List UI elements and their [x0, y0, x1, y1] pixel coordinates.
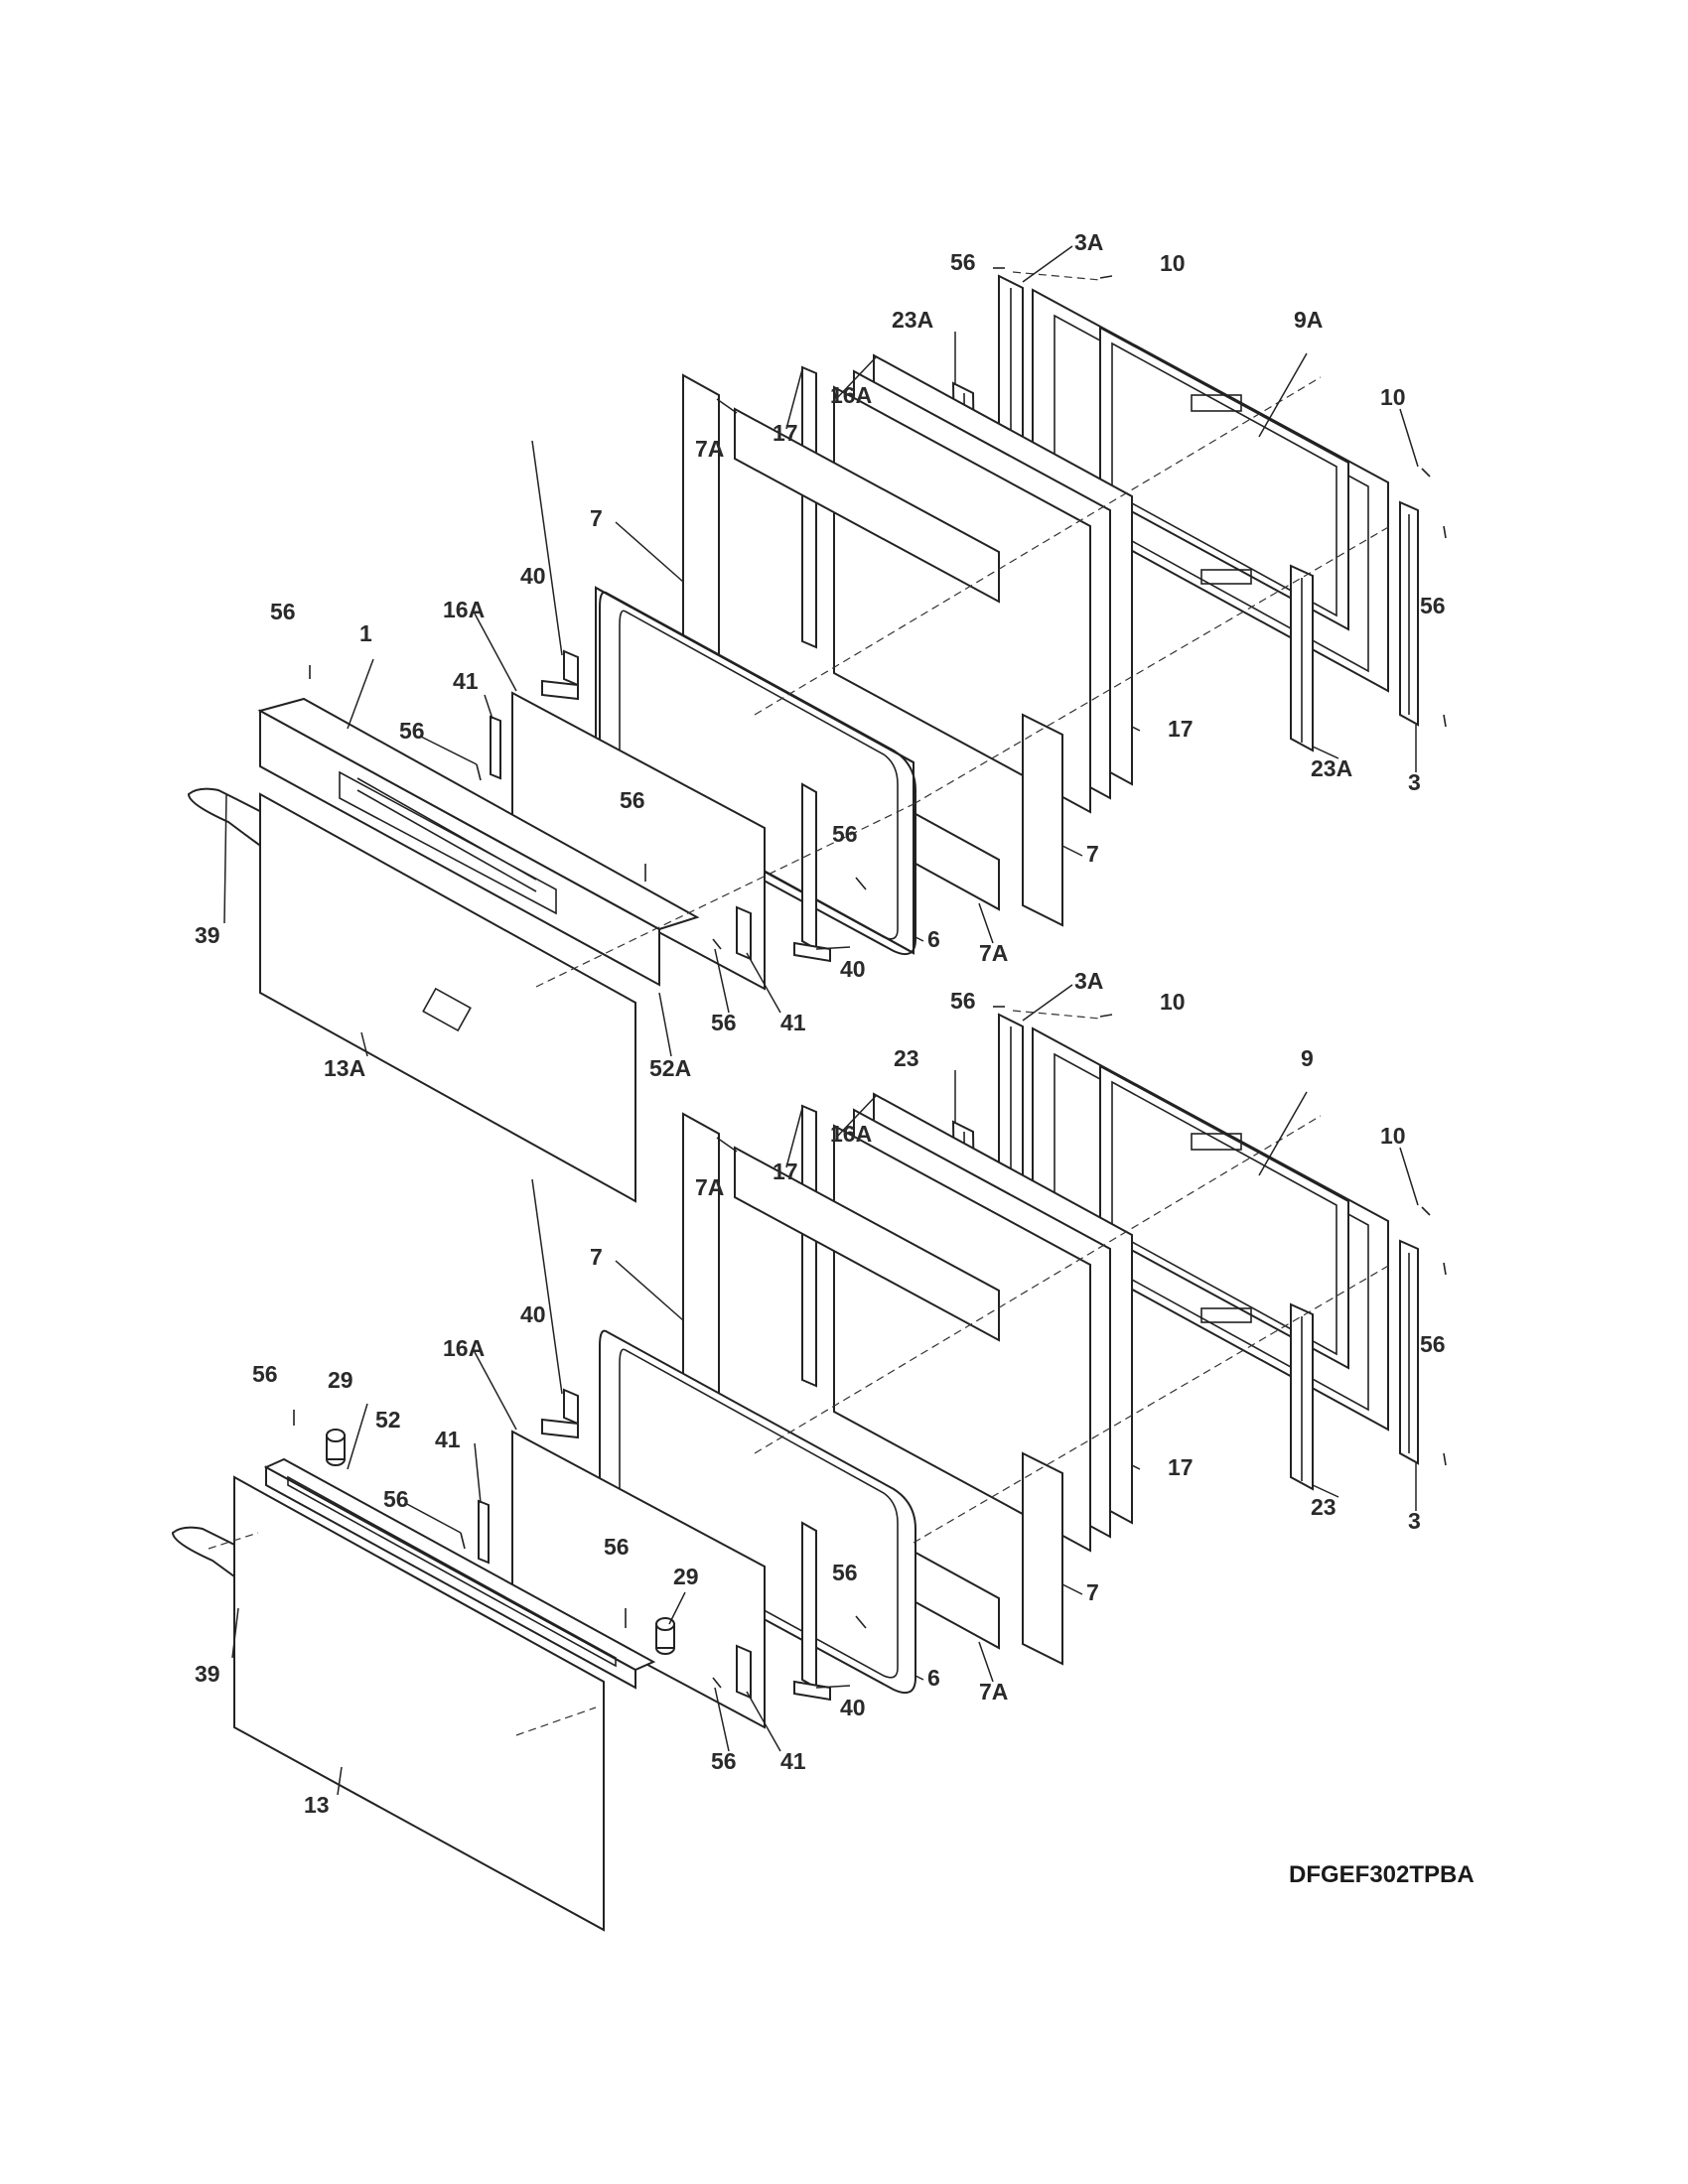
- callout-56-top-lower: 56: [950, 988, 976, 1014]
- callout-39: 39: [195, 922, 220, 948]
- callout-52: 52: [375, 1407, 401, 1433]
- callout-3-lower: 3: [1408, 1508, 1421, 1534]
- hinge-bracket-40-lower: [541, 1388, 831, 1702]
- callout-10-right: 10: [1380, 384, 1406, 410]
- callout-56-glass: 56: [620, 787, 645, 813]
- callout-16a-back-lower: 16A: [830, 1121, 872, 1147]
- callout-10-right-lower: 10: [1380, 1123, 1406, 1149]
- callout-39-lower: 39: [195, 1661, 220, 1687]
- callout-56-top: 56: [950, 249, 976, 275]
- callout-3a: 3A: [1074, 229, 1103, 255]
- side-bracket-3: [1399, 500, 1419, 727]
- callout-17-right-lower: 17: [1168, 1454, 1194, 1480]
- callout-16a-front-lower: 16A: [443, 1335, 485, 1361]
- side-bracket-3-lower: [1399, 1239, 1419, 1465]
- callout-52a: 52A: [649, 1055, 691, 1081]
- bracket-41-lower: [478, 1499, 752, 1700]
- callout-40-top-lower: 40: [520, 1301, 546, 1327]
- glass-retainer-17: [801, 365, 817, 649]
- leader-lines: [223, 245, 1419, 1796]
- callout-56-right: 56: [1420, 593, 1446, 618]
- control-panel-1: [257, 697, 700, 987]
- lower-door-assembly: [171, 1006, 1447, 1932]
- callout-56-glass-lower: 56: [604, 1534, 630, 1560]
- callout-41-bottom: 41: [780, 1010, 806, 1035]
- model-code: DFGEF302TPBA: [1289, 1861, 1475, 1888]
- callout-17-right: 17: [1168, 716, 1194, 742]
- callout-56-mid-lower: 56: [383, 1486, 409, 1512]
- bracket-41: [490, 715, 752, 961]
- callout-56-frame-lower: 56: [832, 1560, 858, 1585]
- callout-56-frame: 56: [832, 821, 858, 847]
- callout-7-top: 7: [590, 505, 603, 531]
- spacer-29-left: [326, 1429, 346, 1466]
- callout-6-lower: 6: [927, 1665, 940, 1691]
- outer-door-panel-13a: [259, 792, 636, 1203]
- glass-panel-16a-front-lower: [511, 1430, 766, 1729]
- callout-56-left: 56: [270, 599, 296, 624]
- callout-41-top: 41: [453, 668, 479, 694]
- callout-7a-top-lower: 7A: [695, 1174, 724, 1200]
- spacer-29-right: [655, 1617, 675, 1655]
- screws-lower: [293, 1006, 1447, 1689]
- alignment-lines-lower: [208, 1010, 1391, 1736]
- callout-7a-top: 7A: [695, 436, 724, 462]
- callout-7a-bottom: 7A: [979, 940, 1008, 966]
- callout-40-top: 40: [520, 563, 546, 589]
- callout-17-top-lower: 17: [773, 1159, 798, 1184]
- callout-17-top: 17: [773, 420, 798, 446]
- callout-29-left: 29: [328, 1367, 353, 1393]
- callout-41-bottom-lower: 41: [780, 1748, 806, 1774]
- callout-56-left-lower: 56: [252, 1361, 278, 1387]
- alignment-lines-upper: [535, 271, 1391, 988]
- door-hinge-23-right: [1290, 1302, 1314, 1491]
- door-hinge-23a-right: [1290, 564, 1314, 752]
- callout-56-bottom: 56: [711, 1010, 737, 1035]
- upper-door-assembly: [187, 267, 1447, 1203]
- callout-16a-back: 16A: [830, 382, 872, 408]
- callout-16a-front: 16A: [443, 597, 485, 622]
- callout-10-top-lower: 10: [1160, 989, 1186, 1015]
- callout-29-right: 29: [673, 1564, 699, 1589]
- callout-56-right-lower: 56: [1420, 1331, 1446, 1357]
- callout-6: 6: [927, 926, 940, 952]
- callout-23a-top: 23A: [892, 307, 933, 333]
- screws-upper: [309, 267, 1447, 950]
- callout-23-bottom: 23: [1311, 1494, 1336, 1520]
- glass-retainer-17-lower: [801, 1104, 817, 1388]
- door-rail-52: [263, 1457, 656, 1690]
- callout-7-right-lower: 7: [1086, 1579, 1099, 1605]
- callout-56-bottom-lower: 56: [711, 1748, 737, 1774]
- glass-panel-16a-front: [511, 691, 766, 991]
- callouts-lower: 56 3A 10 23 9 10 16A 17 7A 7 40 16A 56 2…: [195, 968, 1446, 1818]
- callout-9a: 9A: [1294, 307, 1323, 333]
- callout-23a-bottom: 23A: [1311, 755, 1352, 781]
- inner-door-frame-6-lower: [599, 1329, 916, 1694]
- callout-7-right: 7: [1086, 841, 1099, 867]
- callout-7a-bottom-lower: 7A: [979, 1679, 1008, 1705]
- callout-9: 9: [1301, 1045, 1314, 1071]
- hinge-bracket-40-top: [541, 649, 579, 701]
- callout-10-top: 10: [1160, 250, 1186, 276]
- callout-56-mid: 56: [399, 718, 425, 744]
- inner-door-frame-6: [595, 586, 916, 955]
- callout-41-top-lower: 41: [435, 1427, 461, 1452]
- callout-13: 13: [304, 1792, 330, 1818]
- callout-3: 3: [1408, 769, 1421, 795]
- callout-7-top-lower: 7: [590, 1244, 603, 1270]
- callout-3a-lower: 3A: [1074, 968, 1103, 994]
- callouts-upper: 56 3A 10 23A 9A 10 16A 17 7A 7 40 16A 1 …: [195, 229, 1446, 1081]
- callout-40-bottom-lower: 40: [840, 1695, 866, 1720]
- callout-40-bottom: 40: [840, 956, 866, 982]
- callout-13a: 13A: [324, 1055, 365, 1081]
- hinge-bracket-40-bottom: [793, 782, 831, 963]
- glass-panel-16a-back-lower: [833, 1092, 1133, 1553]
- callout-23-top: 23: [894, 1045, 919, 1071]
- callout-1: 1: [359, 620, 372, 646]
